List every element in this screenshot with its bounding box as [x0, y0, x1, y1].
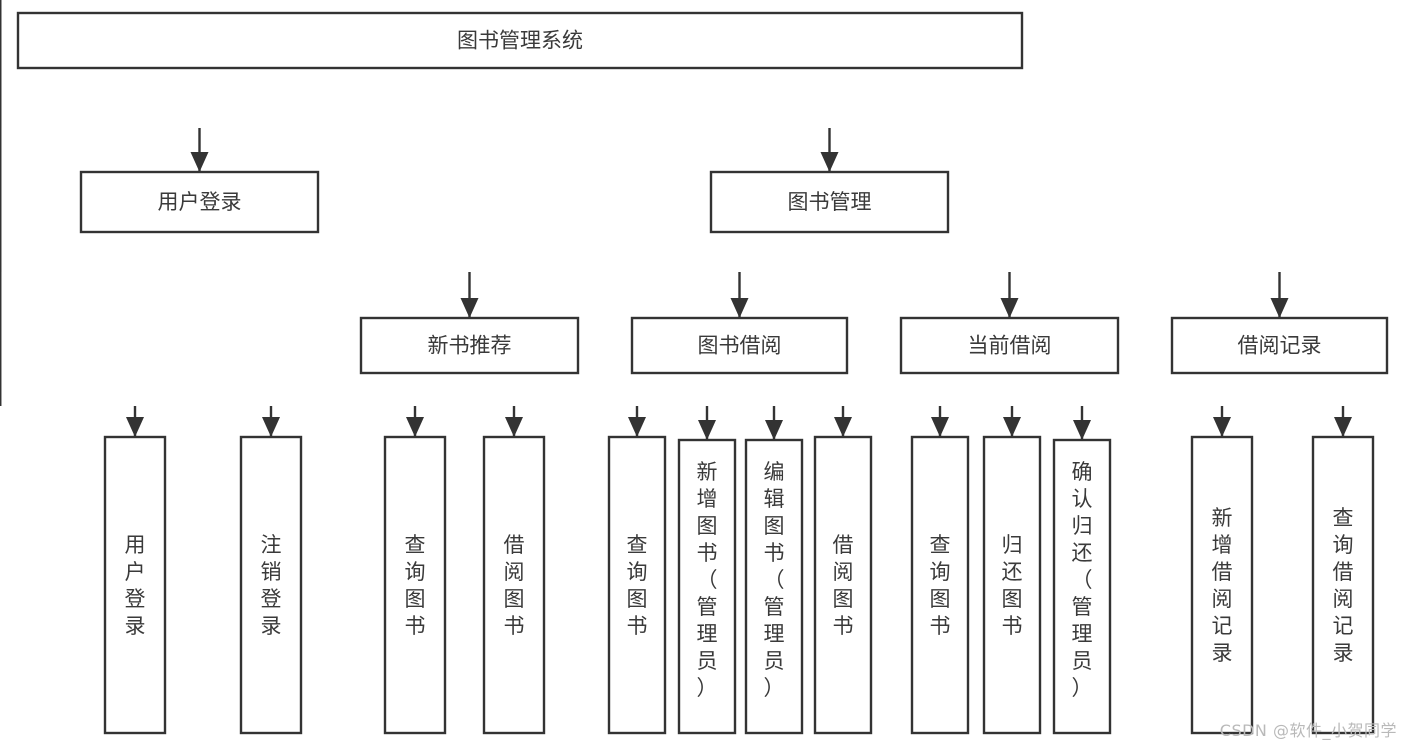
node-leaf-borrow-book[interactable]: 借阅图书 [813, 435, 873, 735]
arrow-head-icon [460, 298, 479, 318]
node-label-leaf-logout: 注销登录 [261, 533, 282, 638]
node-box-leaf-user-login [103, 435, 167, 735]
arrow-head-icon [190, 152, 209, 172]
node-box-leaf-confirm-return-admin [1052, 438, 1112, 735]
node-label-leaf-borrow-book: 借阅图书 [833, 533, 854, 638]
node-box-leaf-logout [239, 435, 303, 735]
node-layer: 图书管理系统用户登录图书管理新书推荐图书借阅当前借阅借阅记录用户登录注销登录查询… [16, 11, 1389, 735]
arrow-head-icon [931, 417, 949, 437]
arrow-head-icon [1213, 417, 1231, 437]
node-new-book-recommend[interactable]: 新书推荐 [359, 316, 580, 375]
node-leaf-add-borrow-record[interactable]: 新增借阅记录 [1190, 435, 1254, 735]
node-borrow-record[interactable]: 借阅记录 [1170, 316, 1389, 375]
node-box-current-borrow [899, 316, 1120, 375]
arrow-head-icon [1073, 420, 1091, 440]
node-box-borrow-record [1170, 316, 1389, 375]
node-label-book-management: 图书管理 [788, 190, 872, 214]
node-leaf-confirm-return-admin[interactable]: 确认归还（管理员） [1052, 438, 1112, 735]
node-box-book-management [709, 170, 950, 234]
arrow-head-icon [628, 417, 646, 437]
arrow-head-icon [834, 417, 852, 437]
node-box-leaf-query-book-borrow [607, 435, 667, 735]
arrow-head-icon [765, 420, 783, 440]
node-box-new-book-recommend [359, 316, 580, 375]
node-leaf-query-book-borrow[interactable]: 查询图书 [607, 435, 667, 735]
connector-layer [0, 0, 1352, 440]
arrow-head-icon [406, 417, 424, 437]
node-label-borrow-record: 借阅记录 [1238, 334, 1322, 358]
node-box-leaf-query-book-recommend [383, 435, 447, 735]
node-label-leaf-add-borrow-record: 新增借阅记录 [1212, 506, 1233, 665]
arrow-head-icon [262, 417, 280, 437]
node-leaf-add-book-admin[interactable]: 新增图书（管理员） [677, 438, 737, 735]
node-box-leaf-edit-book-admin [744, 438, 804, 735]
node-leaf-logout[interactable]: 注销登录 [239, 435, 303, 735]
node-leaf-query-book-recommend[interactable]: 查询图书 [383, 435, 447, 735]
node-root[interactable]: 图书管理系统 [16, 11, 1024, 70]
node-book-management[interactable]: 图书管理 [709, 170, 950, 234]
node-current-borrow[interactable]: 当前借阅 [899, 316, 1120, 375]
node-label-leaf-edit-book-admin: 编辑图书（管理员） [764, 460, 785, 700]
node-box-root [16, 11, 1024, 70]
node-label-current-borrow: 当前借阅 [968, 334, 1052, 358]
node-book-borrow[interactable]: 图书借阅 [630, 316, 849, 375]
node-box-leaf-query-book-current [910, 435, 970, 735]
arrow-head-icon [820, 152, 839, 172]
node-label-new-book-recommend: 新书推荐 [428, 334, 512, 358]
node-box-leaf-add-borrow-record [1190, 435, 1254, 735]
node-label-user-login: 用户登录 [158, 190, 242, 214]
node-label-leaf-query-book-recommend: 查询图书 [405, 533, 426, 638]
arrow-head-icon [126, 417, 144, 437]
node-label-leaf-user-login: 用户登录 [125, 533, 146, 638]
node-leaf-query-borrow-record[interactable]: 查询借阅记录 [1311, 435, 1375, 735]
node-label-leaf-query-borrow-record: 查询借阅记录 [1333, 506, 1354, 665]
node-label-leaf-query-book-current: 查询图书 [930, 533, 951, 638]
arrow-head-icon [1334, 417, 1352, 437]
node-label-leaf-add-book-admin: 新增图书（管理员） [697, 460, 718, 700]
arrow-head-icon [730, 298, 749, 318]
node-leaf-edit-book-admin[interactable]: 编辑图书（管理员） [744, 438, 804, 735]
arrow-head-icon [1000, 298, 1019, 318]
node-label-leaf-query-book-borrow: 查询图书 [627, 533, 648, 638]
arrow-head-icon [698, 420, 716, 440]
node-box-book-borrow [630, 316, 849, 375]
node-leaf-query-book-current[interactable]: 查询图书 [910, 435, 970, 735]
arrow-head-icon [1270, 298, 1289, 318]
node-user-login[interactable]: 用户登录 [79, 170, 320, 234]
node-leaf-return-book[interactable]: 归还图书 [982, 435, 1042, 735]
node-label-book-borrow: 图书借阅 [698, 334, 782, 358]
node-leaf-user-login[interactable]: 用户登录 [103, 435, 167, 735]
node-box-leaf-query-borrow-record [1311, 435, 1375, 735]
node-label-root: 图书管理系统 [457, 29, 583, 53]
node-box-leaf-borrow-book [813, 435, 873, 735]
node-label-leaf-confirm-return-admin: 确认归还（管理员） [1072, 460, 1093, 700]
node-box-leaf-return-book [982, 435, 1042, 735]
node-box-user-login [79, 170, 320, 234]
node-leaf-borrow-book-recommend[interactable]: 借阅图书 [482, 435, 546, 735]
node-box-leaf-add-book-admin [677, 438, 737, 735]
node-label-leaf-borrow-book-recommend: 借阅图书 [504, 533, 525, 638]
node-label-leaf-return-book: 归还图书 [1002, 533, 1023, 638]
arrow-head-icon [505, 417, 523, 437]
node-box-leaf-borrow-book-recommend [482, 435, 546, 735]
csdn-watermark: CSDN @软件_小贺同学 [1219, 721, 1397, 740]
arrow-head-icon [1003, 417, 1021, 437]
